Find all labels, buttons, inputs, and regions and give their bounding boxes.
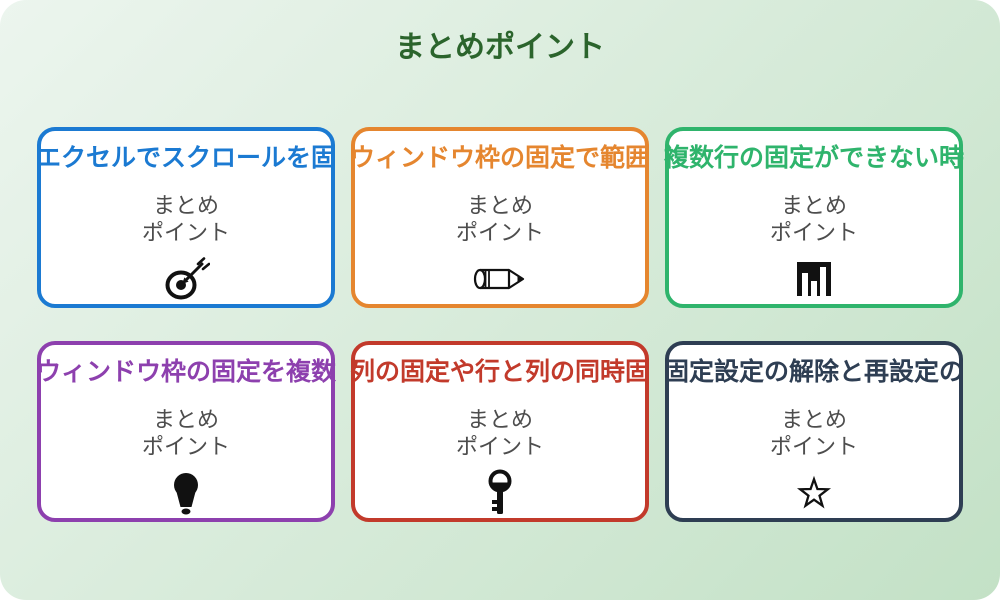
key-icon <box>486 469 514 515</box>
card-body-line: まとめ <box>152 193 219 219</box>
card-body: まとめ ポイント <box>456 407 544 461</box>
card-body-line: まとめ <box>780 407 847 433</box>
card-title: 固定設定の解除と再設定の <box>664 356 965 386</box>
bar-chart-icon-graphic <box>797 261 831 296</box>
card-grid: エクセルでスクロールを固 まとめ ポイント ウィンドウ枠の固定で範囲 <box>0 126 1000 522</box>
card-body-line: まとめ <box>780 193 847 219</box>
lightbulb-icon <box>166 471 206 515</box>
card-body: まとめ ポイント <box>770 193 858 247</box>
summary-card: 複数行の固定ができない時 まとめ ポイント <box>664 126 965 308</box>
card-body-line: まとめ <box>152 407 219 433</box>
dart-target-icon-graphic <box>165 256 210 299</box>
card-title: ウィンドウ枠の固定で範囲 <box>350 142 651 172</box>
dart-target-icon <box>162 256 210 301</box>
star-icon <box>795 471 833 515</box>
summary-card: 列の固定や行と列の同時固 まとめ ポイント <box>350 340 651 522</box>
card-body: まとめ ポイント <box>142 407 230 461</box>
card-body: まとめ ポイント <box>770 407 858 461</box>
card-body-line: ポイント <box>455 434 544 460</box>
card-body: まとめ ポイント <box>142 193 230 247</box>
card-body-line: ポイント <box>141 220 230 246</box>
pencil-icon-graphic <box>473 268 525 289</box>
summary-card: 固定設定の解除と再設定の まとめ ポイント <box>664 340 965 522</box>
card-body-line: まとめ <box>466 193 533 219</box>
card-title: 複数行の固定ができない時 <box>664 142 965 172</box>
summary-card: エクセルでスクロールを固 まとめ ポイント <box>36 126 337 308</box>
pencil-icon <box>471 257 529 301</box>
card-body-line: ポイント <box>769 434 858 460</box>
page-title: まとめポイント <box>395 30 605 65</box>
card-title: ウィンドウ枠の固定を複数 <box>36 356 337 386</box>
star-icon-graphic <box>796 475 832 508</box>
card-body-line: まとめ <box>466 407 533 433</box>
lightbulb-icon-graphic <box>174 472 198 514</box>
summary-card: ウィンドウ枠の固定を複数 まとめ ポイント <box>36 340 337 522</box>
key-icon-graphic <box>488 469 512 514</box>
card-body-line: ポイント <box>455 220 544 246</box>
card-body-line: ポイント <box>769 220 858 246</box>
bar-chart-icon <box>794 257 834 301</box>
card-body-line: ポイント <box>141 434 230 460</box>
card-title: 列の固定や行と列の同時固 <box>350 356 651 386</box>
card-body: まとめ ポイント <box>456 193 544 247</box>
card-title: エクセルでスクロールを固 <box>36 142 337 172</box>
summary-card: ウィンドウ枠の固定で範囲 まとめ ポイント <box>350 126 651 308</box>
